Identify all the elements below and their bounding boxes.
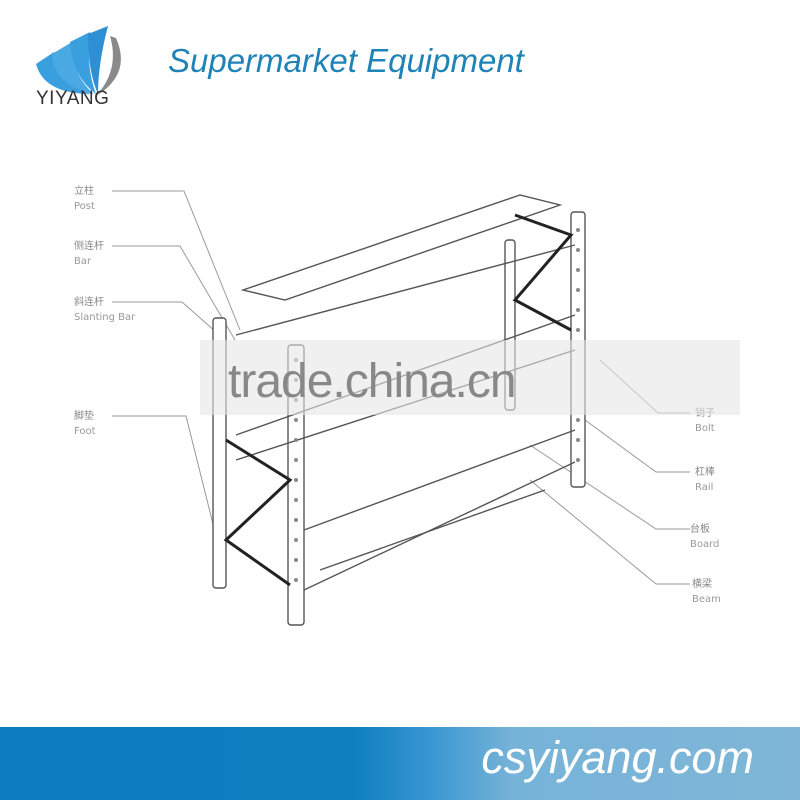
label-beam: 横梁 Beam [692,579,721,605]
label-rail: 杠棒 Rail [695,467,715,493]
label-foot: 脚垫 Foot [74,411,96,437]
logo-wordmark: YIYANG [36,88,110,109]
label-bar: 侧连杆 Bar [74,241,104,267]
yiyang-logo-icon [36,26,121,96]
watermark-text: trade.china.cn [228,355,517,408]
watermark-band [200,340,740,415]
footer-banner [0,727,800,800]
website-link[interactable]: csyiyang.com [481,732,754,783]
label-post: 立柱 Post [74,186,95,212]
page-title: Supermarket Equipment [168,42,524,79]
label-board: 台板 Board [690,524,720,550]
label-slanting-bar: 斜连杆 Slanting Bar [74,297,136,323]
brand-logo: YIYANG [30,14,130,114]
